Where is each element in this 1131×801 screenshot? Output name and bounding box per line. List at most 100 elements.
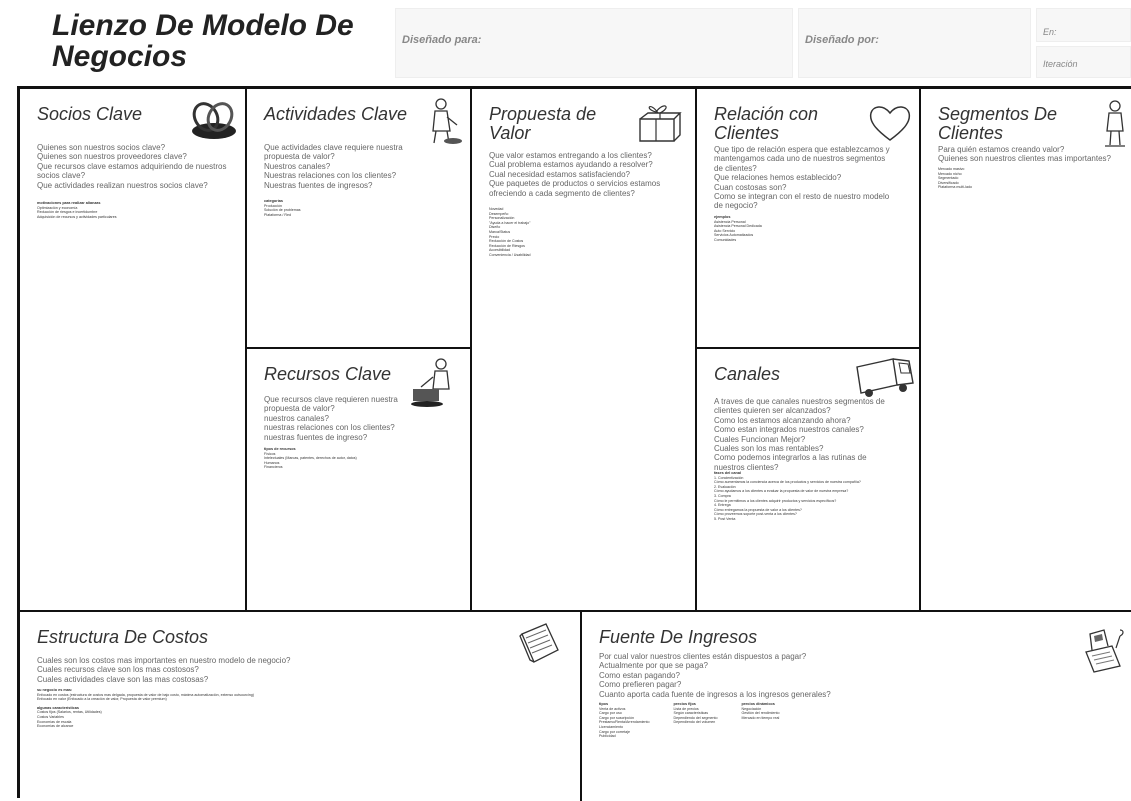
question: nuestros canales? [264,413,329,423]
note-item: Cargo por uso [599,711,622,716]
designed-for-field[interactable]: Diseñado para: [395,8,793,78]
note-item: Costos fijos (Salarios, rentas, Utilidad… [37,710,102,715]
note-item: Mercado en tiempo real [741,715,780,720]
question: Que valor estamos entregando a los clien… [489,151,652,160]
question: Cuales Funcionan Mejor? [714,434,806,444]
note-item: 4. Entrega [714,503,731,508]
note-item: Cómo entregamos la propuesta de valor a … [714,507,802,512]
iteration-field[interactable]: Iteración [1036,46,1131,78]
note-item: 3. Compra [714,493,731,498]
note-item: Mercado nicho [938,171,962,176]
note-item: Enfocado en costos (estructura de costos… [37,692,254,697]
key-resources-questions: Que recursos clave requieren nuestra pro… [264,395,414,442]
channels-questions: A traves de que canales nuestros segment… [714,397,892,472]
question: Que recursos clave requieren nuestra pro… [264,395,398,414]
note-item: Enfocado en valor (Enfocado a la creació… [37,697,167,702]
value-proposition-block[interactable]: Propuesta de Valor Que valor estamos ent… [472,89,697,612]
gift-box-icon [634,99,682,147]
question: Como estan integrados nuestros canales? [714,425,864,435]
note-item: Reducción de riesgos e incertidumbre [37,210,98,215]
key-partners-notes: motivaciones para realizar alianzas Opti… [37,201,237,219]
note-item: Precio [489,234,500,239]
note-item: Lista de precios [673,706,699,711]
note-item: Asistencia Personal Dedicada [714,224,762,229]
note-item: Plataforma multi-lado [938,185,972,190]
note-item: Intelectuales (Marcas, patentes, derecho… [264,456,357,461]
question: nuestras relaciones con los clientes? [264,423,395,433]
dynamic-pricing-column: precios dinámicos Negociación Gestión de… [742,702,780,739]
question: Nuestros canales? [264,161,331,171]
value-proposition-questions: Que valor estamos entregando a los clien… [489,151,679,198]
note-item: Economías de escala [37,719,72,724]
value-proposition-notes: Novedad Desempeño Personalización "Ayuda… [489,207,639,258]
note-item: Licenciamiento [599,724,623,729]
key-partners-questions: Quienes son nuestros socios clave? Quien… [37,143,237,190]
key-activities-questions: Que actividades clave requiere nuestra p… [264,143,414,190]
question: Como se integran con el resto de nuestro… [714,192,890,211]
key-activities-block[interactable]: Actividades Clave Que actividades clave … [247,89,472,349]
question: Cual problema estamos ayudando a resolve… [489,160,653,170]
question: Que paquetes de productos o servicios es… [489,179,661,198]
note-item: Auto Servicio [714,228,736,233]
question: Que relaciones hemos establecido? [714,173,842,183]
question: Cual necesidad estamos satisfaciendo? [489,169,630,179]
notes-title: precios fijos [673,702,696,706]
customer-relationships-title: Relación con Clientes [714,105,818,143]
question: Cuales recursos clave son los mas costos… [37,665,199,675]
iteration-label: Iteración [1043,59,1078,69]
question: Que tipo de relación espera que establez… [714,145,890,173]
question: Quienes son nuestros proveedores clave? [37,152,187,162]
note-item: "Ayuda a hacer el trabajo" [489,220,531,225]
customer-relationships-notes: ejemplos Asistencia Personal Asistencia … [714,215,864,243]
customer-segments-notes: Mercado masivo Mercado nicho Segmentado … [938,167,1088,190]
note-item: Solución de problemas [264,208,301,213]
notes-title: precios dinámicos [741,702,775,706]
note-item: Segmentado [938,176,959,181]
designed-for-label: Diseñado para: [402,34,482,46]
channels-title: Canales [714,364,781,384]
question: Cuan costosas son? [714,182,787,192]
notes-title: fases del canal [714,471,742,475]
cash-register-icon [1080,626,1126,676]
note-item: Dependiendo del segmento [673,715,718,720]
note-item: Cargo por corretaje [599,729,630,734]
note-item: Dependiendo del volumen [673,720,716,725]
question: Como estan pagando? [599,670,680,680]
channels-block[interactable]: Canales A traves de que canales nuestros… [697,349,921,612]
key-resources-block[interactable]: Recursos Clave Que recursos clave requie… [247,349,472,612]
customer-relationships-questions: Que tipo de relación espera que establez… [714,145,894,211]
question: A traves de que canales nuestros segment… [714,397,885,416]
key-activities-title: Actividades Clave [264,104,408,124]
note-item: Cómo le permitimos a los clientes adquir… [714,498,837,503]
question: Como los estamos alcanzando ahora? [714,415,851,425]
note-item: Venta de activos [599,706,626,711]
customer-segments-block[interactable]: Segmentos De Clientes Para quién estamos… [921,89,1131,612]
cost-structure-block[interactable]: Estructura De Costos Cuales son los cost… [20,612,582,801]
designed-by-field[interactable]: Diseñado por: [798,8,1031,78]
key-resources-notes: tipos de recursos Físicos Intelectuales … [264,447,454,470]
note-item: 2. Evaluación [714,484,736,489]
key-partners-block[interactable]: Socios Clave Quienes son nuestros socios… [20,89,247,612]
date-field[interactable]: En: [1036,8,1131,42]
note-item: Cómo proveemos soporte post-venta a los … [714,512,797,517]
question: Nuestras fuentes de ingresos? [264,180,373,190]
page-title: Lienzo De Modelo De Negocios [52,10,382,72]
question: Cuales son los mas rentables? [714,444,824,454]
note-item: Publicidad [599,734,616,739]
cost-structure-notes: su negocio es mas: Enfocado en costos (e… [37,688,297,729]
note-item: Humanos [264,460,280,465]
question: Quienes son nuestros clientes mas import… [938,154,1111,164]
channels-notes: fases del canal 1. Concientización Cómo … [714,471,894,522]
revenue-streams-block[interactable]: Fuente De Ingresos Por cual valor nuestr… [582,612,1131,801]
key-partners-title: Socios Clave [37,104,143,124]
designed-by-label: Diseñado por: [805,34,879,46]
customer-segments-questions: Para quién estamos creando valor? Quiene… [938,145,1128,164]
person-icon [1101,99,1129,149]
question: Cuanto aporta cada fuente de ingresos a … [599,689,831,699]
question: Actualmente por que se paga? [599,661,708,671]
note-item: Diseño [489,225,501,230]
question: Que recursos clave estamos adquiriendo d… [37,161,227,181]
customer-relationships-block[interactable]: Relación con Clientes Que tipo de relaci… [697,89,921,349]
note-item: Economías de alcance [37,724,74,729]
price-tags-icon [516,620,562,666]
